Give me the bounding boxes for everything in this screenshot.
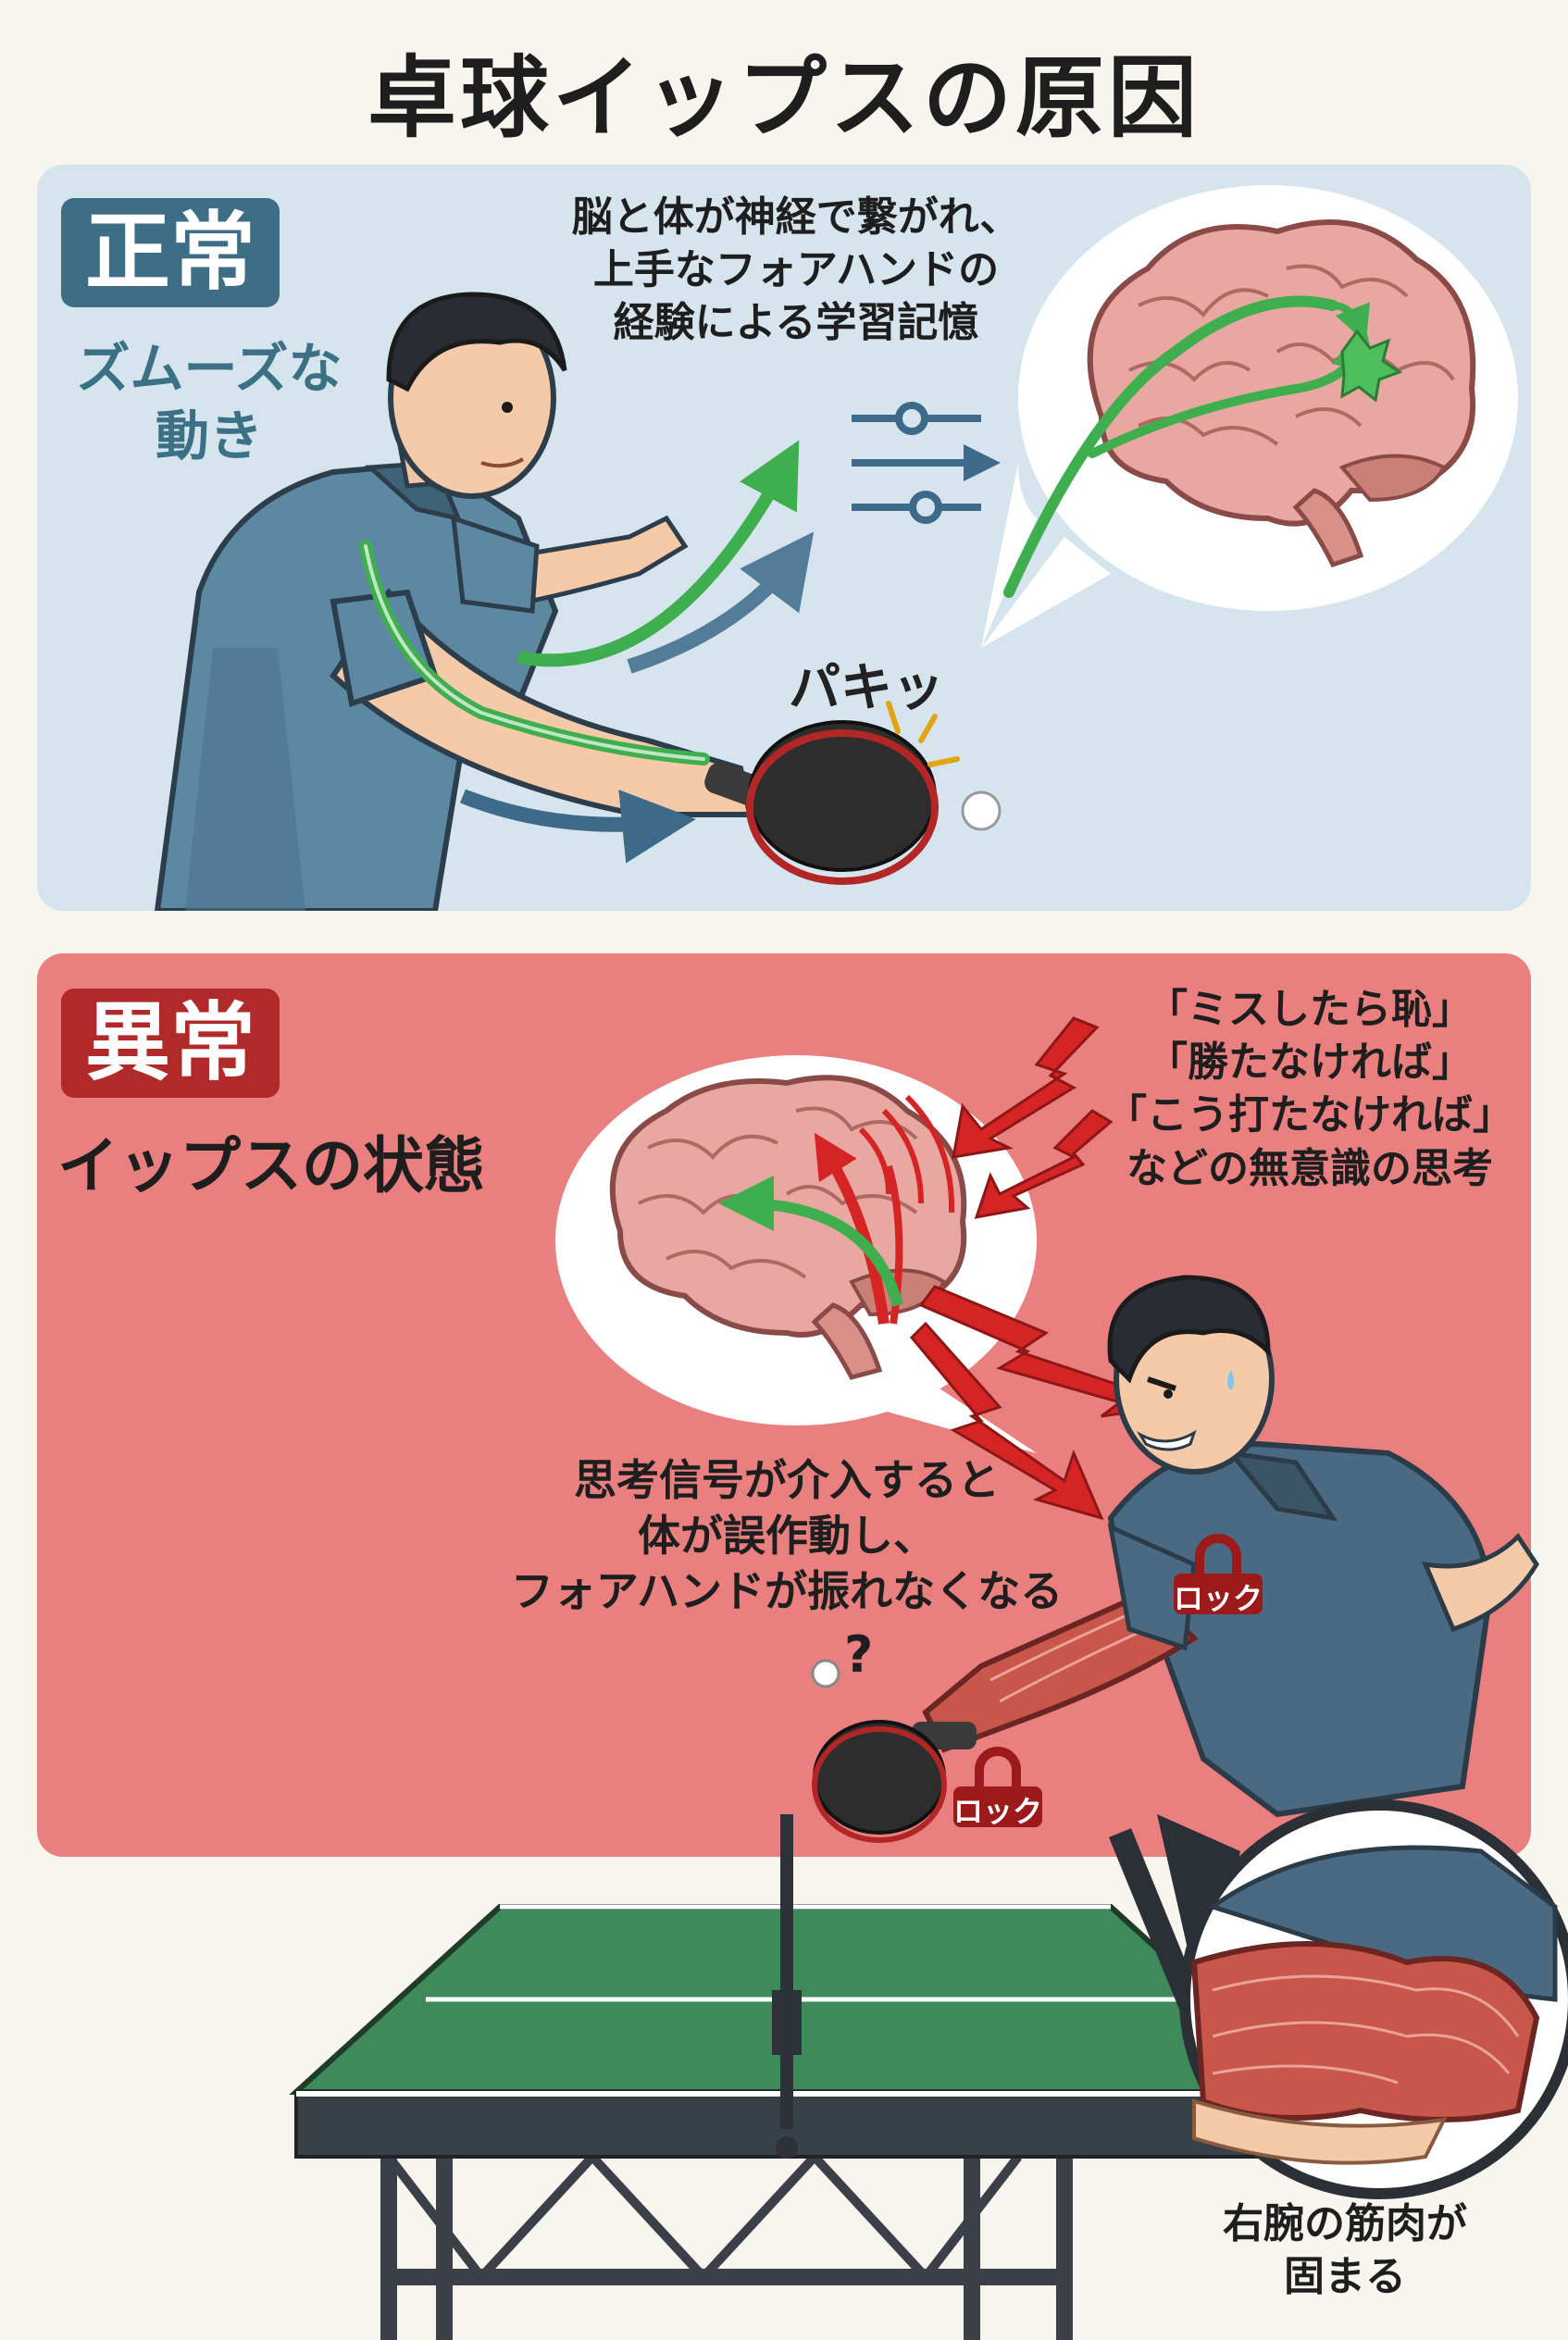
lightning-arrow-icon bbox=[952, 1016, 1114, 1219]
paddle-icon bbox=[812, 1720, 977, 1843]
normal-brain-bubble bbox=[981, 185, 1518, 648]
ping-pong-table bbox=[289, 1814, 1322, 2340]
abnormal-subtitle: イップスの状態 bbox=[57, 1130, 485, 1201]
signal-caption: 思考信号が介入すると 体が誤作動し、 フォアハンドが振れなくなる bbox=[510, 1455, 1064, 1616]
normal-player bbox=[154, 292, 753, 911]
lock-icon bbox=[1174, 1534, 1263, 1614]
thought-item: 「ミスしたら恥」 bbox=[1147, 986, 1473, 1033]
abnormal-player bbox=[922, 1275, 1539, 1818]
brain-icon bbox=[1087, 219, 1476, 568]
normal-caption: 脳と体が神経で繋がれ、 上手なフォアハンドの 経験による学習記憶 bbox=[571, 193, 1021, 347]
forearm-caption: 右腕の筋肉が 固まる bbox=[1223, 2200, 1467, 2301]
thought-item: などの無意識の思考 bbox=[1126, 1144, 1493, 1192]
normal-subtitle: ズムーズな 動き bbox=[76, 337, 342, 467]
thoughts-list: 「ミスしたら恥」 「勝たなければ」 「こう打たなければ」 などの無意識の思考 bbox=[1092, 983, 1527, 1195]
lock-label: ロック bbox=[953, 1794, 1043, 1829]
page-title: 卓球イップスの原因 bbox=[367, 46, 1201, 150]
thought-item: 「勝たなければ」 bbox=[1147, 1039, 1473, 1087]
equalizer-icon bbox=[852, 402, 1001, 524]
question-mark: ? bbox=[844, 1625, 874, 1684]
paddle-icon bbox=[704, 720, 939, 885]
abnormal-badge: 異常 bbox=[61, 989, 280, 1098]
impact-spark-icon bbox=[886, 701, 960, 767]
ball-icon bbox=[811, 1659, 840, 1688]
sound-effect: パキッ bbox=[789, 658, 944, 718]
normal-badge: 正常 bbox=[61, 198, 280, 307]
lock-label: ロック bbox=[1174, 1581, 1263, 1616]
forearm-zoom bbox=[1108, 1799, 1568, 2199]
ball-icon bbox=[961, 790, 1002, 831]
lock-icon bbox=[953, 1747, 1042, 1827]
thought-item: 「こう打たなければ」 bbox=[1106, 1091, 1513, 1139]
